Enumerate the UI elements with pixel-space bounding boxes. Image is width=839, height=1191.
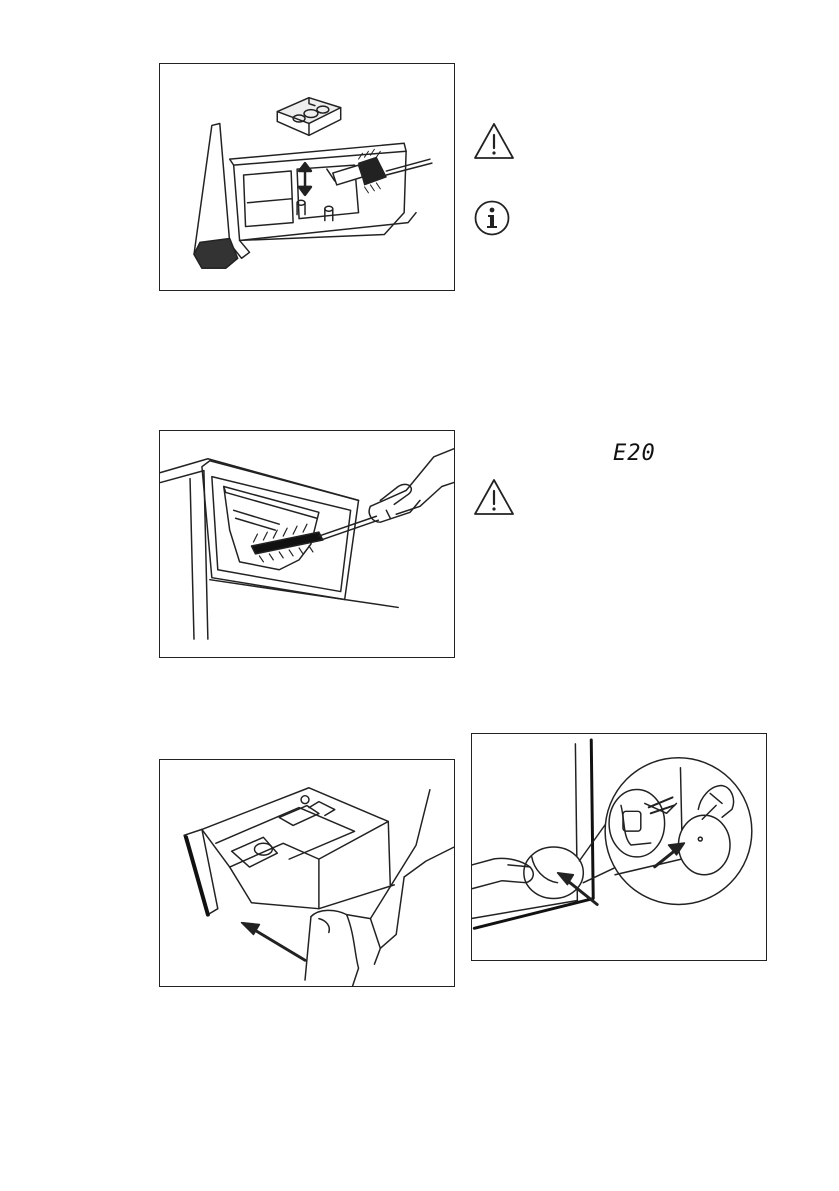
figure-brush-cleaning-insert (159, 63, 455, 291)
removed-insert-part (277, 98, 340, 136)
up-down-arrow (299, 163, 311, 195)
warning-triangle-icon (473, 122, 515, 160)
pull-arrow (242, 923, 305, 961)
error-code-display: E20 (613, 441, 656, 466)
figure-brush-cleaning-recess (159, 430, 455, 658)
warning-triangle-icon (473, 478, 515, 516)
hand (369, 449, 454, 522)
info-circle-icon (473, 199, 511, 237)
figure-pump-cover (471, 733, 767, 961)
figure-drawer-removal (159, 759, 455, 987)
